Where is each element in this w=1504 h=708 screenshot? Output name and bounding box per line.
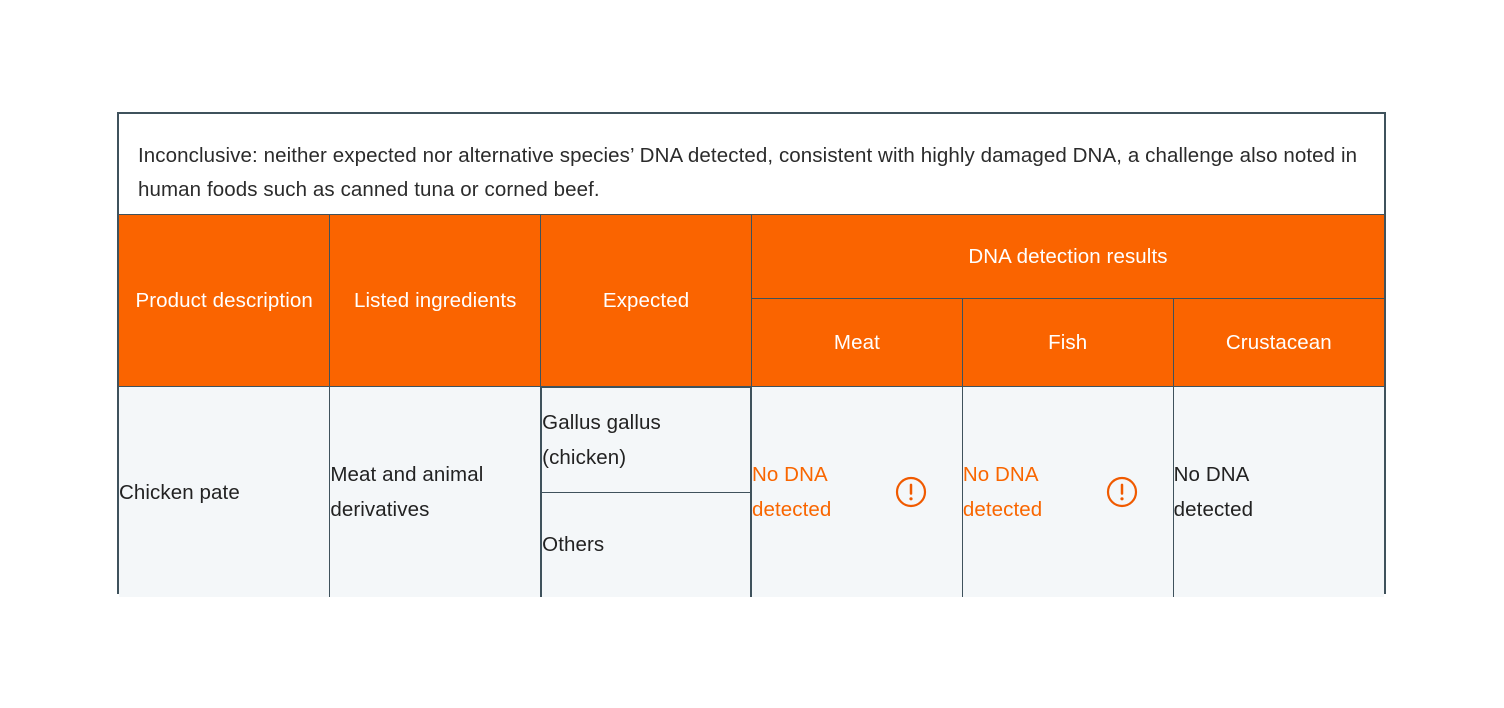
header-crustacean: Crustacean (1172, 298, 1384, 387)
table-caption-cell: Inconclusive: neither expected nor alter… (119, 114, 1384, 215)
cell-expected-primary-value: Gallus gallus (chicken) (542, 410, 661, 469)
cell-expected-primary: Gallus gallus (chicken) (541, 387, 751, 493)
header-crustacean-label: Crustacean (1225, 330, 1332, 354)
cell-listed-ingredients-value: Meat and animal derivatives (330, 463, 484, 521)
header-dna-detection-results-label: DNA detection results (968, 244, 1168, 268)
header-expected: Expected (540, 214, 752, 387)
table-caption-row: Inconclusive: neither expected nor alter… (119, 114, 1384, 215)
expected-split-table: Gallus gallus (chicken) Others (541, 387, 751, 597)
header-dna-detection-results-group: DNA detection results (750, 214, 1384, 299)
cell-result-meat: No DNA detected (750, 386, 963, 597)
cell-result-crustacean-value: No DNA detected (1173, 463, 1254, 521)
cell-result-crustacean: No DNA detected (1172, 386, 1384, 597)
cell-expected-secondary: Others (541, 491, 751, 597)
warning-exclamation-circle-icon (1106, 476, 1137, 508)
cell-result-fish: No DNA detected (961, 386, 1174, 597)
table-header-sub-row: Meat Fish Crustacean (119, 298, 1384, 387)
cell-result-meat-value: No DNA detected (751, 463, 832, 521)
table-row: Chicken pate Meat and animal derivatives… (119, 386, 1384, 597)
header-listed-ingredients-label: Listed ingredients (353, 288, 517, 312)
result-fish-content: No DNA detected (963, 457, 1173, 527)
result-crustacean-content: No DNA detected (1174, 457, 1384, 527)
header-meat-label: Meat (833, 330, 880, 354)
cell-listed-ingredients: Meat and animal derivatives (329, 386, 542, 597)
warning-exclamation-circle-icon (895, 476, 927, 508)
header-fish-label: Fish (1048, 330, 1088, 354)
dna-results-table: Inconclusive: neither expected nor alter… (119, 114, 1384, 597)
header-expected-label: Expected (602, 288, 690, 312)
cell-result-fish-value: No DNA detected (962, 463, 1043, 521)
header-product-description: Product description (119, 214, 331, 387)
header-fish: Fish (961, 298, 1174, 387)
header-meat: Meat (750, 298, 963, 387)
cell-product-description-value: Chicken pate (119, 480, 240, 504)
header-product-description-label: Product description (135, 288, 313, 312)
dna-results-table-container: Inconclusive: neither expected nor alter… (117, 112, 1386, 597)
expected-primary-row: Gallus gallus (chicken) (541, 387, 751, 493)
result-meat-content: No DNA detected (752, 457, 962, 527)
cell-expected: Gallus gallus (chicken) Others (540, 386, 752, 597)
inconclusive-caption-text: Inconclusive: neither expected nor alter… (138, 143, 1358, 201)
header-listed-ingredients: Listed ingredients (329, 214, 542, 387)
table-header-group-row: Product description Listed ingredients E… (119, 214, 1384, 387)
expected-secondary-row: Others (541, 491, 751, 597)
cell-product-description: Chicken pate (119, 386, 331, 597)
cell-expected-secondary-value: Others (542, 533, 605, 557)
